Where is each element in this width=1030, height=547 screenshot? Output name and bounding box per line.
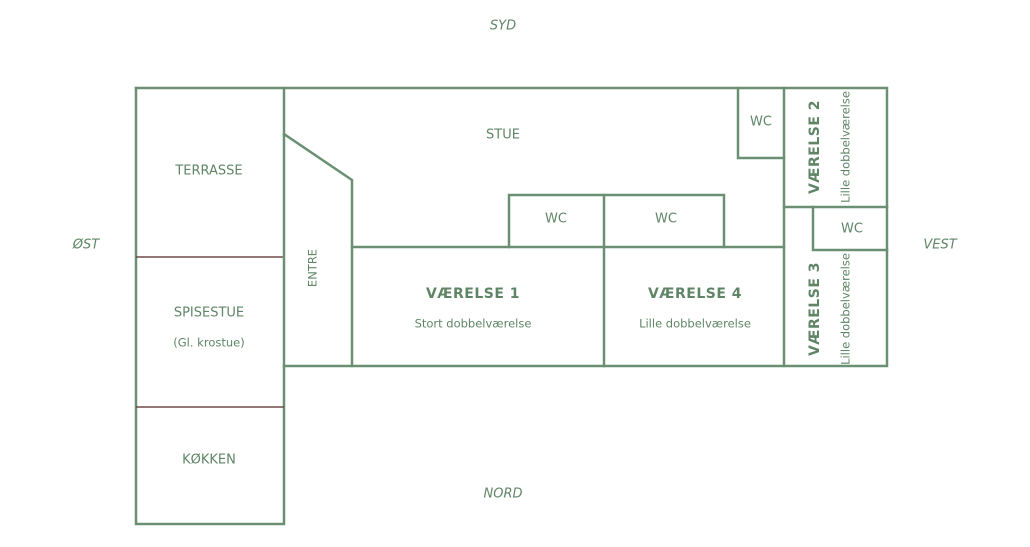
room-vaerelse4-note: Lille dobbelværelse [639,317,751,331]
compass-west-label: VEST [923,238,957,253]
room-vaerelse3-label: VÆRELSE 3 [807,262,823,356]
room-vaerelse1-label: VÆRELSE 1 [426,286,520,302]
room-vaerelse3-note: Lille dobbelværelse [839,253,853,365]
left-wing-walls [134,86,286,526]
compass-north-label: NORD [484,487,523,502]
room-stue-label: STUE [486,128,520,143]
room-wc-top-label: WC [750,115,772,130]
room-wc-mid-right-label: WC [655,212,677,227]
room-terrasse-label: TERRASSE [174,164,242,179]
room-vaerelse4-label: VÆRELSE 4 [648,286,742,302]
room-kokken-label: KØKKEN [182,453,236,468]
main-building-walls [282,86,889,368]
room-wc-right-label: WC [841,222,863,237]
compass-south-label: SYD [490,19,516,34]
room-vaerelse2-label: VÆRELSE 2 [807,100,823,194]
room-vaerelse1-note: Stort dobbelværelse [415,317,532,331]
room-vaerelse2-note: Lille dobbelværelse [839,91,853,203]
room-wc-mid-left-label: WC [545,212,567,227]
room-spisestue-label: SPISESTUE [174,306,244,321]
room-spisestue-note: (Gl. krostue) [173,336,244,350]
room-entre-label: ENTRE [306,249,320,287]
compass-east-label: ØST [72,238,100,253]
